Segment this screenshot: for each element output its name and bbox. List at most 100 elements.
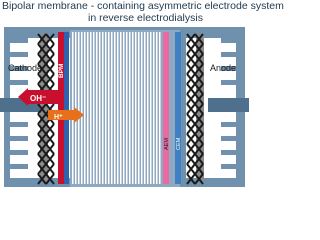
aem-label: AEM bbox=[164, 138, 170, 150]
bpm-blue-layer bbox=[64, 32, 69, 184]
mesh-segment bbox=[45, 153, 55, 165]
membrane-line bbox=[114, 32, 116, 184]
mesh-segment bbox=[194, 103, 204, 115]
cem-label: CEM bbox=[176, 137, 182, 150]
membrane-line bbox=[105, 32, 107, 184]
mesh-segment bbox=[194, 73, 204, 85]
mesh-segment bbox=[37, 33, 47, 45]
mesh-segment bbox=[186, 163, 196, 175]
mesh-segment bbox=[186, 173, 196, 185]
mesh-segment bbox=[194, 63, 204, 75]
mesh-segment bbox=[194, 133, 204, 145]
mesh-segment bbox=[194, 163, 204, 175]
title-line-1: Bipolar membrane - containing asymmetric… bbox=[2, 0, 284, 12]
mesh-segment bbox=[45, 33, 55, 45]
membrane-line bbox=[78, 32, 80, 184]
mesh-segment bbox=[45, 143, 55, 155]
membrane-line bbox=[72, 32, 74, 184]
membrane-line bbox=[81, 32, 83, 184]
mesh-segment bbox=[194, 83, 204, 95]
cathode-fins bbox=[4, 38, 28, 169]
membrane-stack bbox=[72, 32, 161, 184]
mesh-segment bbox=[37, 113, 47, 125]
proton-label: H⁺ bbox=[54, 114, 63, 121]
mesh-segment bbox=[37, 63, 47, 75]
mesh-segment bbox=[37, 133, 47, 145]
membrane-line bbox=[96, 32, 98, 184]
mesh-segment bbox=[45, 173, 55, 185]
reverse-electrodialysis-stack-diagram: Cathode Anode OH⁻ H⁺ BPM AEM CEM bbox=[0, 27, 249, 187]
mesh-segment bbox=[186, 83, 196, 95]
membrane-line bbox=[129, 32, 131, 184]
membrane-line bbox=[144, 32, 146, 184]
membrane-line bbox=[99, 32, 101, 184]
membrane-line bbox=[156, 32, 158, 184]
mesh-segment bbox=[186, 73, 196, 85]
mesh-segment bbox=[186, 53, 196, 65]
mesh-segment bbox=[194, 53, 204, 65]
membrane-line bbox=[147, 32, 149, 184]
mesh-segment bbox=[45, 63, 55, 75]
mesh-segment bbox=[186, 33, 196, 45]
mesh-segment bbox=[186, 143, 196, 155]
mesh-segment bbox=[37, 143, 47, 155]
mesh-segment bbox=[45, 163, 55, 175]
mesh-segment bbox=[45, 133, 55, 145]
membrane-line bbox=[159, 32, 161, 184]
bpm-label: BPM bbox=[58, 64, 65, 78]
membrane-line bbox=[123, 32, 125, 184]
membrane-line bbox=[90, 32, 92, 184]
membrane-line bbox=[87, 32, 89, 184]
mesh-segment bbox=[45, 53, 55, 65]
membrane-line bbox=[135, 32, 137, 184]
anode-label: Anode bbox=[210, 63, 236, 73]
membrane-line bbox=[120, 32, 122, 184]
diagram-title: Bipolar membrane - containing asymmetric… bbox=[2, 0, 284, 24]
aem-membrane bbox=[163, 32, 169, 184]
mesh-segment bbox=[194, 33, 204, 45]
cathode-label: Cathode bbox=[8, 63, 42, 73]
membrane-line bbox=[150, 32, 152, 184]
mesh-segment bbox=[37, 153, 47, 165]
mesh-segment bbox=[45, 123, 55, 135]
mesh-segment bbox=[37, 73, 47, 85]
mesh-segment bbox=[186, 63, 196, 75]
mesh-segment bbox=[186, 153, 196, 165]
title-line-2: in reverse electrodialysis bbox=[88, 12, 203, 24]
mesh-segment bbox=[194, 173, 204, 185]
mesh-segment bbox=[194, 93, 204, 105]
anode-spacer-mesh bbox=[186, 33, 204, 185]
mesh-segment bbox=[45, 73, 55, 85]
anode-connector bbox=[208, 98, 249, 112]
mesh-segment bbox=[186, 113, 196, 125]
membrane-line bbox=[111, 32, 113, 184]
hydroxide-label: OH⁻ bbox=[30, 94, 46, 103]
mesh-segment bbox=[186, 123, 196, 135]
mesh-segment bbox=[37, 123, 47, 135]
membrane-line bbox=[117, 32, 119, 184]
mesh-segment bbox=[37, 163, 47, 175]
mesh-segment bbox=[37, 43, 47, 55]
membrane-line bbox=[84, 32, 86, 184]
mesh-segment bbox=[194, 143, 204, 155]
membrane-line bbox=[75, 32, 77, 184]
mesh-segment bbox=[194, 153, 204, 165]
membrane-line bbox=[93, 32, 95, 184]
mesh-segment bbox=[186, 43, 196, 55]
mesh-segment bbox=[194, 43, 204, 55]
membrane-line bbox=[102, 32, 104, 184]
membrane-line bbox=[132, 32, 134, 184]
cem-membrane bbox=[175, 32, 181, 184]
mesh-segment bbox=[45, 43, 55, 55]
mesh-segment bbox=[37, 53, 47, 65]
membrane-line bbox=[126, 32, 128, 184]
mesh-segment bbox=[37, 173, 47, 185]
mesh-segment bbox=[186, 133, 196, 145]
mesh-segment bbox=[186, 93, 196, 105]
hydroxide-arrow bbox=[18, 88, 60, 106]
mesh-segment bbox=[37, 103, 47, 115]
mesh-segment bbox=[194, 123, 204, 135]
anode-fins bbox=[221, 38, 245, 169]
membrane-line bbox=[153, 32, 155, 184]
bpm-red-layer bbox=[58, 32, 64, 184]
